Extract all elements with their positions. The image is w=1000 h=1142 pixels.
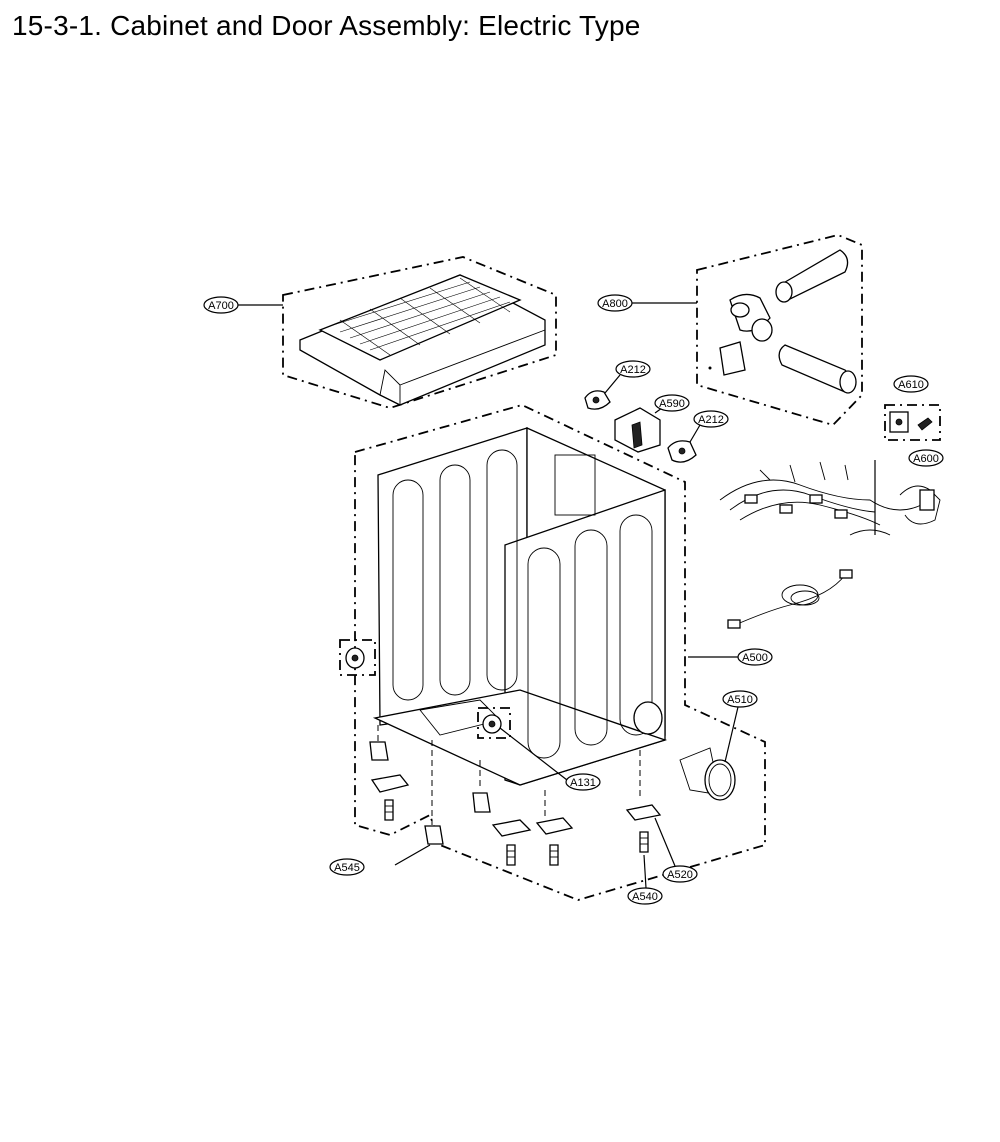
top-cover-group	[282, 256, 557, 409]
a545-leader	[394, 844, 431, 866]
callout-a510: A510	[722, 690, 758, 708]
svg-text:A545: A545	[334, 862, 360, 874]
page-title: 15-3-1. Cabinet and Door Assembly: Elect…	[12, 10, 641, 41]
a212-top-leader	[604, 374, 621, 394]
exhaust-cap	[679, 747, 736, 801]
callout-a212-top: A212	[615, 360, 651, 378]
wire-harness	[719, 460, 941, 536]
svg-text:A610: A610	[898, 379, 924, 391]
svg-text:A600: A600	[913, 453, 939, 465]
terminal-block-group	[884, 404, 941, 441]
callout-a520: A520	[662, 865, 698, 883]
power-cord	[727, 569, 853, 629]
leveling-feet	[369, 725, 662, 866]
callout-a500: A500	[737, 648, 773, 666]
a131-leader	[499, 727, 568, 781]
a212-right-leader	[689, 424, 701, 443]
hinge-part-left	[584, 390, 611, 410]
callout-a545: A545	[329, 858, 365, 876]
a510-leader	[724, 706, 739, 763]
svg-text:A590: A590	[659, 398, 685, 410]
exhaust-duct-group	[696, 234, 863, 427]
svg-text:A520: A520	[667, 869, 693, 881]
svg-text:A131: A131	[570, 777, 596, 789]
a520-leader	[654, 817, 676, 867]
door-strike-bracket	[614, 407, 661, 453]
callout-a540: A540	[627, 887, 663, 905]
svg-text:A700: A700	[208, 300, 234, 312]
callout-a610: A610	[893, 375, 929, 393]
svg-text:A212: A212	[698, 414, 724, 426]
callout-a600: A600	[908, 449, 944, 467]
svg-text:A510: A510	[727, 694, 753, 706]
cabinet-group	[339, 404, 766, 901]
hinge-part-right	[667, 440, 697, 463]
a540-leader	[643, 854, 647, 889]
callout-a590: A590	[654, 394, 690, 412]
svg-text:A212: A212	[620, 364, 646, 376]
callout-a800: A800	[597, 294, 633, 312]
svg-text:A800: A800	[602, 298, 628, 310]
callout-a131: A131	[565, 773, 601, 791]
callout-a700: A700	[203, 296, 239, 314]
callout-a212-right: A212	[693, 410, 729, 428]
svg-text:A500: A500	[742, 652, 768, 664]
svg-text:A540: A540	[632, 891, 658, 903]
